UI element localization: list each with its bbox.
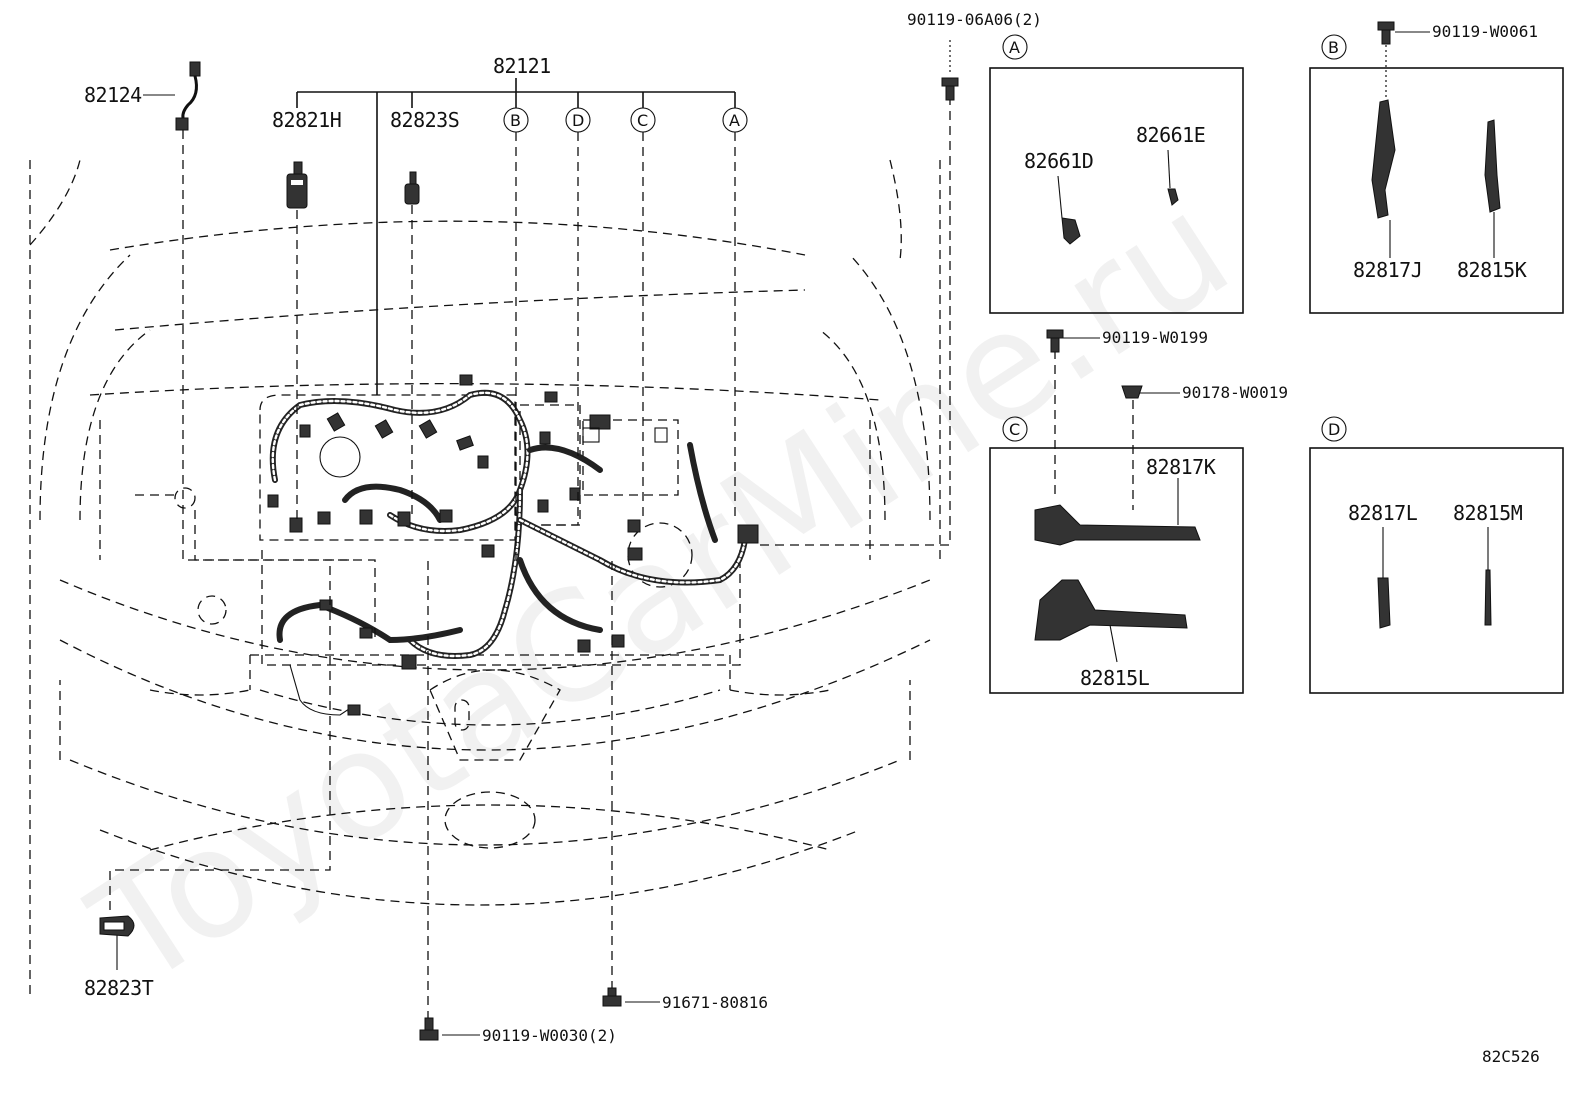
label-90119-06A06[interactable]: 90119-06A06(2) [907, 10, 1042, 29]
bolt-90119-W0061-icon [1377, 21, 1395, 45]
callout-D[interactable]: D [572, 111, 584, 130]
label-82817L[interactable]: 82817L [1348, 501, 1418, 525]
standalone-parts [99, 21, 1395, 1041]
detail-box-B [1309, 34, 1564, 314]
label-82823T[interactable]: 82823T [84, 976, 154, 1000]
box-A-letter: A [1009, 38, 1020, 57]
label-82817K[interactable]: 82817K [1146, 455, 1216, 479]
label-90119-W0030[interactable]: 90119-W0030(2) [482, 1026, 617, 1045]
label-82124[interactable]: 82124 [84, 83, 143, 107]
label-82815K[interactable]: 82815K [1457, 258, 1527, 282]
box-C-letter: C [1009, 420, 1020, 439]
callout-C[interactable]: C [637, 111, 648, 130]
callout-B[interactable]: B [510, 111, 521, 130]
bolt-90119-W0199-icon [1046, 329, 1064, 353]
part-82124-shape [175, 61, 201, 131]
diagram-code: 82C526 [1482, 1047, 1540, 1066]
bolt-90119-06A06-icon [941, 77, 959, 101]
label-82121[interactable]: 82121 [493, 54, 551, 78]
part-82823S-shape [404, 171, 420, 205]
clip-90178-W0019-icon [1121, 385, 1143, 399]
callout-A[interactable]: A [729, 111, 740, 130]
detail-box-D [1309, 416, 1564, 694]
bolt-91671-80816-icon [602, 987, 622, 1007]
box-D-letter: D [1328, 420, 1340, 439]
label-91671-80816[interactable]: 91671-80816 [662, 993, 768, 1012]
label-82815L[interactable]: 82815L [1080, 666, 1150, 690]
part-82821H-shape [286, 161, 308, 209]
engine-wire-harness-82121[interactable] [267, 374, 759, 716]
detail-box-A [989, 34, 1244, 314]
label-82823S[interactable]: 82823S [390, 108, 460, 132]
label-90178-W0019[interactable]: 90178-W0019 [1182, 383, 1288, 402]
part-82823T-shape [99, 915, 135, 937]
label-90119-W0199[interactable]: 90119-W0199 [1102, 328, 1208, 347]
label-82815M[interactable]: 82815M [1453, 501, 1523, 525]
labels: 82121 B D C A 82124 82821H 82823S 82823T… [84, 10, 1540, 1066]
detail-box-C [989, 416, 1244, 694]
bolt-90119-W0030-icon [419, 1017, 439, 1041]
box-B-letter: B [1328, 38, 1339, 57]
label-82661D[interactable]: 82661D [1024, 149, 1094, 173]
leader-lines [109, 31, 1430, 1036]
label-90119-W0061[interactable]: 90119-W0061 [1432, 22, 1538, 41]
label-82821H[interactable]: 82821H [272, 108, 342, 132]
label-82661E[interactable]: 82661E [1136, 123, 1206, 147]
label-82817J[interactable]: 82817J [1353, 258, 1423, 282]
main-callouts [503, 107, 748, 133]
